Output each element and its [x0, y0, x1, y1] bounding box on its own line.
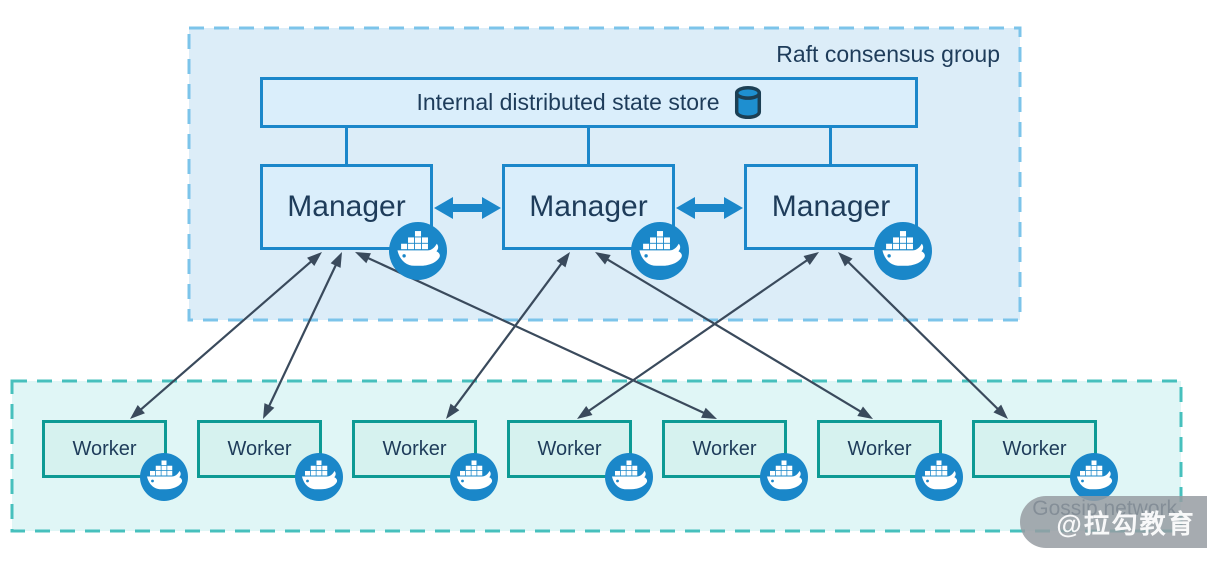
worker-3-label: Worker	[382, 437, 447, 460]
worker-3-node: Worker	[352, 420, 477, 478]
manager-2-label: Manager	[529, 190, 648, 223]
manager-1-node: Manager	[260, 164, 433, 250]
worker-5-node: Worker	[662, 420, 787, 478]
watermark-badge: @拉勾教育	[1020, 496, 1207, 548]
state-store-label: Internal distributed state store	[416, 89, 720, 115]
database-cylinder-icon	[734, 86, 761, 119]
worker-1-label: Worker	[72, 437, 137, 460]
worker-5-label: Worker	[692, 437, 757, 460]
manager-3-label: Manager	[771, 190, 891, 223]
worker-4-node: Worker	[507, 420, 632, 478]
worker-1-node: Worker	[42, 420, 167, 478]
worker-4-label: Worker	[537, 437, 602, 460]
state-store-node: Internal distributed state store	[260, 77, 918, 128]
manager-1-label: Manager	[287, 190, 406, 223]
watermark-text: @拉勾教育	[1056, 508, 1196, 539]
manager-3-node: Manager	[744, 164, 918, 250]
raft-consensus-group-label: Raft consensus group	[776, 41, 1000, 67]
worker-6-label: Worker	[847, 437, 912, 460]
manager-2-node: Manager	[502, 164, 675, 250]
worker-6-node: Worker	[817, 420, 942, 478]
worker-2-node: Worker	[197, 420, 322, 478]
worker-7-label: Worker	[1002, 437, 1067, 460]
worker-7-node: Worker	[972, 420, 1097, 478]
worker-2-label: Worker	[227, 437, 292, 460]
